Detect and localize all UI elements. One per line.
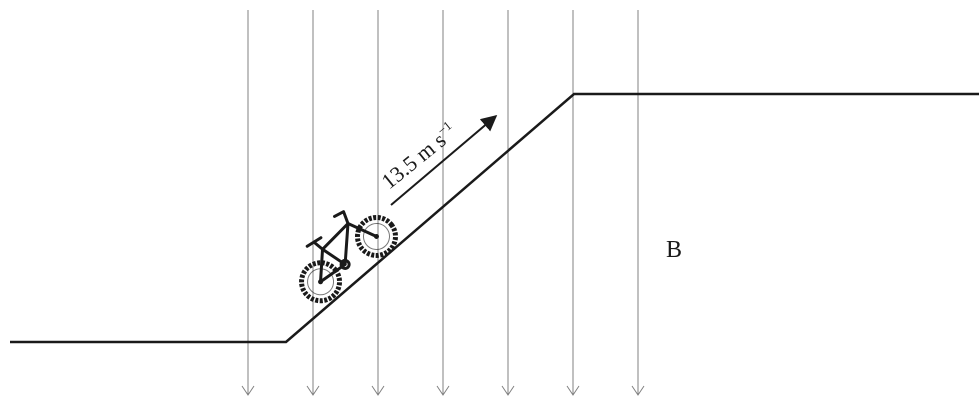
field-line <box>371 10 385 396</box>
field-line <box>436 10 450 396</box>
field-line <box>631 10 645 396</box>
bicycle-icon <box>299 210 398 304</box>
speed-value: 13.5 m s <box>376 127 450 194</box>
velocity-arrow <box>390 114 498 206</box>
field-line <box>241 10 255 396</box>
ramp-ground-line <box>10 92 979 344</box>
field-line <box>501 10 515 396</box>
field-lines <box>241 10 645 396</box>
field-line <box>566 10 580 396</box>
bicycle-frame <box>305 210 378 284</box>
front-wheel <box>354 214 398 258</box>
field-line <box>306 10 320 396</box>
field-label: B <box>666 237 682 263</box>
